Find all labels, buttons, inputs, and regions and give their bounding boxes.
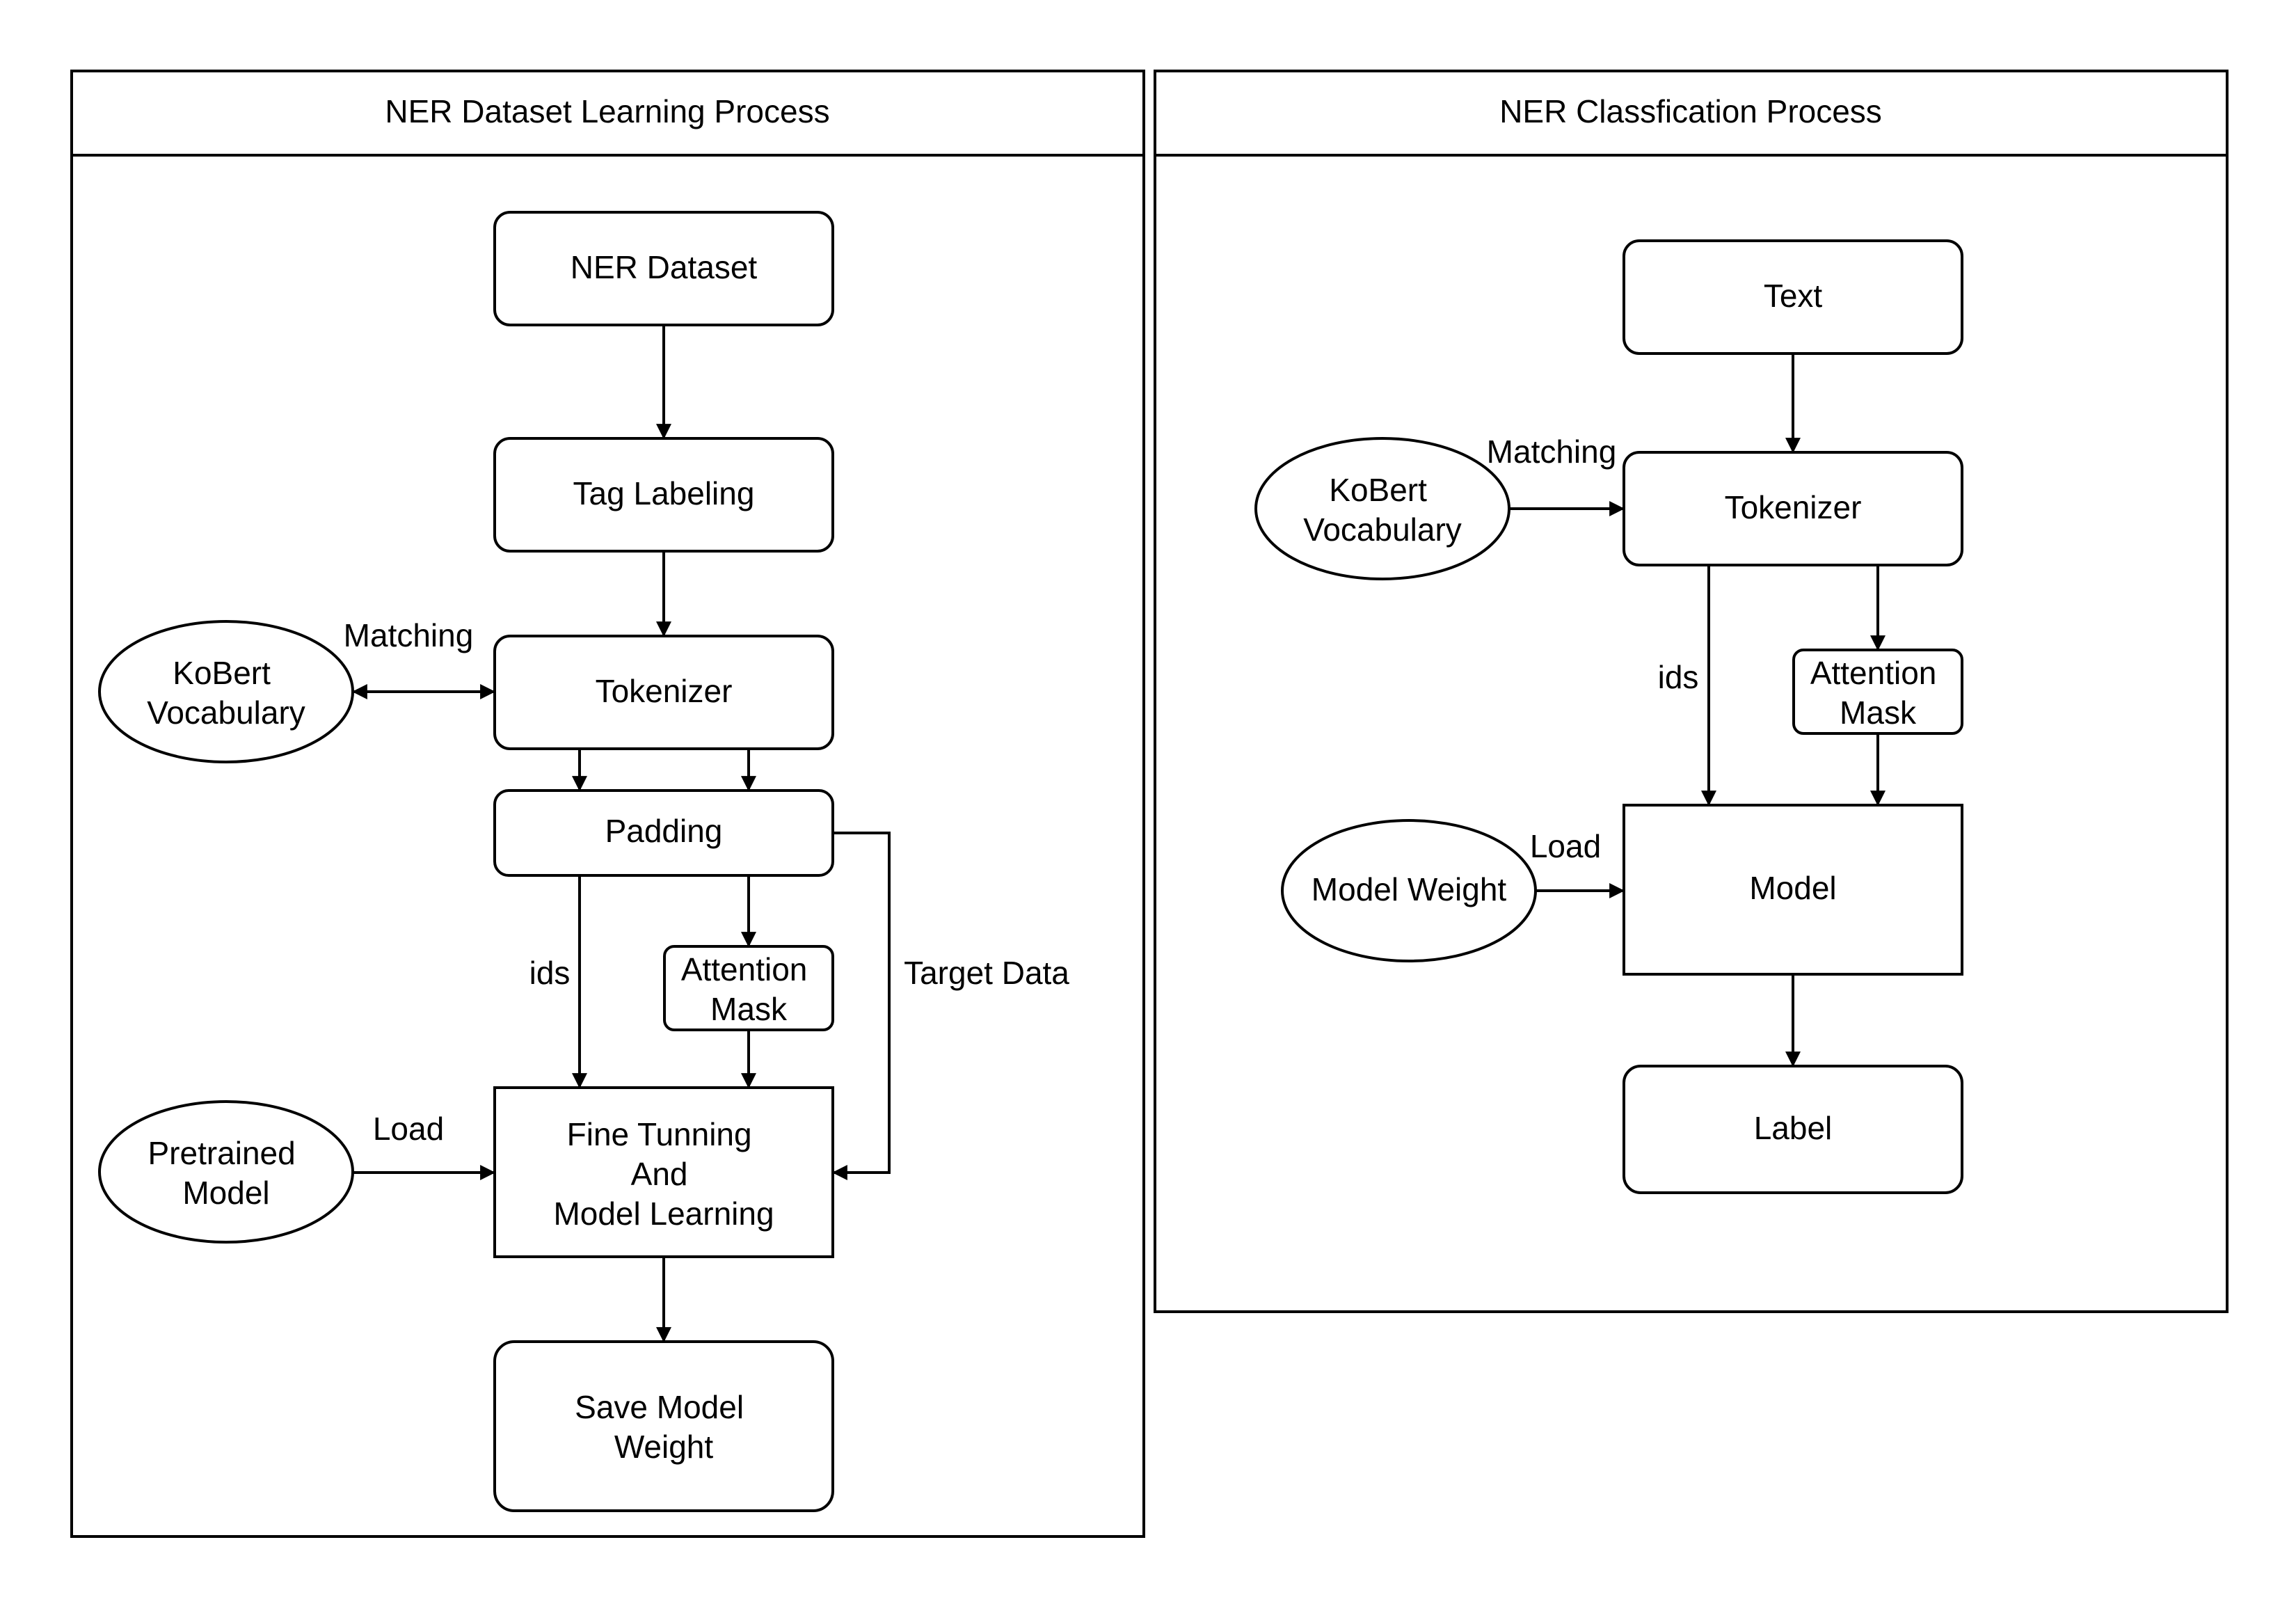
node-save-weight: Save Model Weight — [493, 1340, 834, 1512]
node-label: Label — [1623, 1065, 1963, 1194]
node-attention-mask-line-1: Attention — [681, 951, 808, 987]
edge-label-load-right: Load — [1530, 828, 1601, 864]
node-model-weight: Model Weight — [1281, 819, 1537, 962]
node-model-label: Model — [1749, 870, 1836, 906]
node-save-weight-line-2: Weight — [614, 1429, 714, 1465]
right-panel: NER Classfication Process Text Tokenizer… — [1154, 70, 2229, 1313]
node-kobert-vocabulary: KoBert Vocabulary — [98, 620, 354, 763]
node-tokenizer: Tokenizer — [493, 635, 834, 750]
node-attention-mask-right: Attention Mask — [1792, 649, 1963, 735]
edge-label-matching-right: Matching — [1487, 434, 1617, 470]
node-attention-mask-right-label: Attention Mask — [1810, 655, 1945, 731]
edge-label-load: Load — [373, 1111, 444, 1147]
node-fine-tuning: Fine Tunning And Model Learning — [493, 1086, 834, 1258]
left-panel: NER Dataset Learning Process NER Dataset… — [70, 70, 1145, 1538]
node-fine-tuning-line-2: And — [631, 1156, 688, 1192]
node-kobert-vocabulary-right: KoBert Vocabulary — [1254, 437, 1510, 580]
edge-label-matching: Matching — [344, 617, 474, 653]
edge-label-ids-right: ids — [1658, 659, 1699, 695]
node-kobert-vocabulary-line-1: KoBert — [173, 655, 271, 691]
node-padding-label: Padding — [605, 813, 723, 849]
node-tokenizer-label: Tokenizer — [596, 673, 733, 709]
node-attention-mask-right-line-2: Mask — [1840, 694, 1917, 731]
node-kobert-vocabulary-right-line-1: KoBert — [1329, 472, 1427, 508]
node-tag-labeling: Tag Labeling — [493, 437, 834, 553]
node-ner-dataset: NER Dataset — [493, 211, 834, 326]
node-save-weight-line-1: Save Model — [575, 1389, 744, 1425]
edge-padding-target-data-to-fine-tuning — [831, 832, 891, 1180]
node-attention-mask: Attention Mask — [663, 945, 834, 1031]
node-pretrained-model-line-1: Pretrained — [148, 1135, 295, 1171]
node-pretrained-model-label: Pretrained Model — [148, 1135, 304, 1211]
node-tokenizer-right-label: Tokenizer — [1725, 489, 1862, 525]
node-pretrained-model: Pretrained Model — [98, 1100, 354, 1244]
node-kobert-vocabulary-right-line-2: Vocabulary — [1303, 511, 1462, 548]
node-save-weight-label: Save Model Weight — [575, 1389, 753, 1465]
node-model-weight-label: Model Weight — [1312, 871, 1507, 907]
node-tokenizer-right: Tokenizer — [1623, 451, 1963, 566]
edge-label-target-data: Target Data — [904, 955, 1069, 991]
node-padding: Padding — [493, 789, 834, 877]
node-attention-mask-label: Attention Mask — [681, 951, 816, 1027]
node-fine-tuning-line-3: Model Learning — [553, 1196, 774, 1232]
node-ner-dataset-label: NER Dataset — [571, 249, 758, 285]
node-attention-mask-right-line-1: Attention — [1810, 655, 1937, 691]
node-text-label: Text — [1764, 278, 1823, 314]
node-kobert-vocabulary-line-2: Vocabulary — [147, 694, 305, 731]
node-attention-mask-line-2: Mask — [710, 991, 788, 1027]
node-fine-tuning-line-1: Fine Tunning — [567, 1116, 752, 1152]
node-tag-labeling-label: Tag Labeling — [573, 475, 755, 511]
node-text: Text — [1623, 239, 1963, 355]
node-kobert-vocabulary-label: KoBert Vocabulary — [147, 655, 305, 731]
node-label-label: Label — [1754, 1110, 1833, 1146]
node-fine-tuning-label: Fine Tunning And Model Learning — [553, 1116, 774, 1232]
left-panel-title: NER Dataset Learning Process — [385, 93, 829, 129]
edge-label-ids: ids — [529, 955, 571, 991]
node-pretrained-model-line-2: Model — [182, 1175, 269, 1211]
node-model: Model — [1623, 804, 1963, 976]
right-panel-title: NER Classfication Process — [1499, 93, 1882, 129]
node-kobert-vocabulary-right-label: KoBert Vocabulary — [1303, 472, 1462, 548]
